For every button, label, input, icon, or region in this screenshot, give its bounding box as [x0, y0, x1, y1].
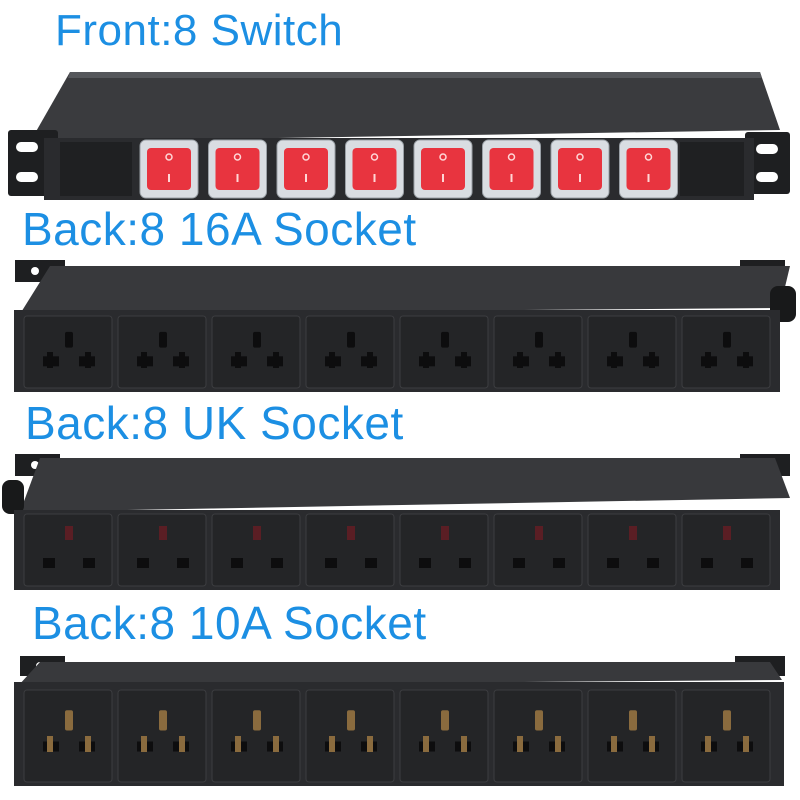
pdu-back-16a-panel — [0, 258, 800, 403]
pdu-front-switch-panel — [0, 60, 800, 205]
right-rack-ear — [745, 132, 790, 194]
socket-uk — [305, 513, 395, 587]
socket-16a — [23, 315, 113, 389]
socket-10a — [305, 689, 395, 783]
socket-uk — [493, 513, 583, 587]
pdu-back-uk-panel — [0, 452, 800, 597]
rocker-switch[interactable] — [345, 139, 404, 199]
pdu-back-10a-panel — [0, 652, 800, 800]
switch-row — [139, 139, 678, 199]
socket-row-16a — [23, 315, 771, 389]
back-uk-socket-caption: Back:8 UK Socket — [25, 397, 404, 449]
socket-row-uk — [23, 513, 771, 587]
socket-10a — [681, 689, 771, 783]
rocker-switch[interactable] — [482, 139, 541, 199]
socket-uk — [117, 513, 207, 587]
socket-10a — [399, 689, 489, 783]
pdu-uk-image — [2, 454, 790, 590]
pdu-16a-image — [14, 260, 796, 392]
socket-16a — [681, 315, 771, 389]
socket-uk — [587, 513, 677, 587]
socket-10a — [117, 689, 207, 783]
rocker-switch[interactable] — [413, 139, 473, 199]
socket-16a — [493, 315, 583, 389]
socket-10a — [587, 689, 677, 783]
socket-10a — [23, 689, 113, 783]
socket-10a — [211, 689, 301, 783]
socket-uk — [681, 513, 771, 587]
pdu-10a-image — [14, 656, 785, 786]
pdu-front-image — [8, 72, 790, 200]
rocker-switch[interactable] — [208, 139, 267, 199]
socket-16a — [305, 315, 395, 389]
socket-uk — [211, 513, 301, 587]
rocker-switch[interactable] — [619, 139, 678, 199]
back-10a-socket-caption: Back:8 10A Socket — [32, 597, 427, 649]
socket-16a — [117, 315, 207, 389]
rocker-switch[interactable] — [276, 139, 336, 199]
back-16a-socket-caption: Back:8 16A Socket — [22, 203, 417, 255]
socket-row-10a — [23, 689, 771, 783]
socket-uk — [399, 513, 489, 587]
rocker-switch[interactable] — [139, 139, 199, 199]
rocker-switch[interactable] — [550, 139, 610, 199]
socket-uk — [23, 513, 113, 587]
socket-16a — [211, 315, 301, 389]
front-switch-caption: Front:8 Switch — [55, 6, 344, 55]
socket-16a — [587, 315, 677, 389]
socket-10a — [493, 689, 583, 783]
socket-16a — [399, 315, 489, 389]
